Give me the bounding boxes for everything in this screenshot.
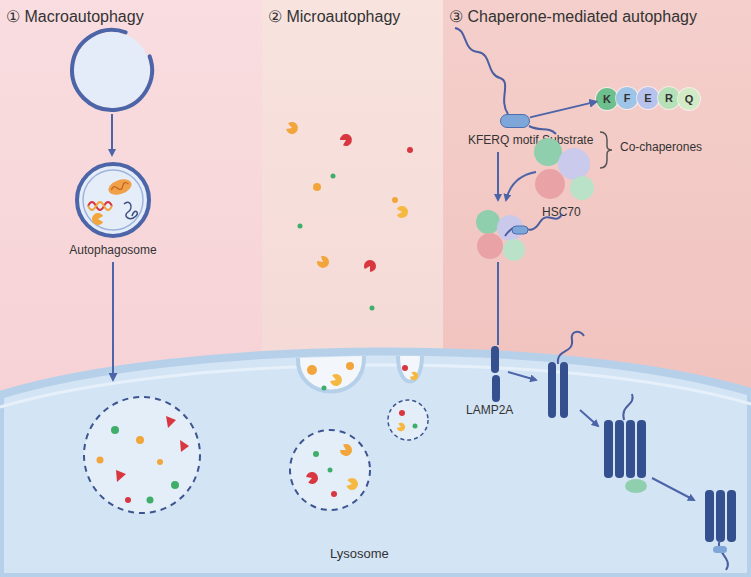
panel-heading: ① Macroautophagy bbox=[6, 8, 144, 26]
residue-letter: R bbox=[658, 91, 680, 105]
panel-heading: ③ Chaperone-mediated autophagy bbox=[449, 8, 697, 26]
receptor-symbol-shape-part bbox=[492, 375, 500, 402]
motif-residue: R bbox=[658, 87, 680, 109]
chaperone-complex: Co-chaperonesHSC70 bbox=[532, 136, 596, 202]
chaperone-complex-shape-part bbox=[558, 148, 590, 180]
receptor-symbol: LAMP2A bbox=[488, 346, 502, 402]
kferq-motif-shape-part bbox=[501, 115, 530, 128]
structure-label: Co-chaperones bbox=[620, 141, 702, 155]
structure-label: Autophagosome bbox=[62, 244, 164, 258]
receptor-symbol-shape bbox=[488, 346, 502, 402]
autophagosome-shape-part bbox=[77, 164, 149, 236]
receptor-symbol-shape-part bbox=[491, 346, 499, 373]
autophagosome-shape-part bbox=[124, 202, 137, 218]
autophagosome-shape-part bbox=[111, 182, 130, 193]
motif-residue: E bbox=[637, 87, 659, 109]
autophagosome-shape-part bbox=[92, 213, 103, 225]
autophagosome-shape-part bbox=[106, 176, 133, 197]
structure-label: HSC70 bbox=[542, 206, 581, 220]
structure-label: Lysosome bbox=[330, 547, 389, 562]
motif-residue: Q bbox=[678, 88, 700, 110]
kferq-motif: KFERQ motif Substrate bbox=[500, 114, 530, 128]
motif-residue: F bbox=[616, 87, 638, 109]
autophagosome: Autophagosome bbox=[70, 160, 156, 262]
chaperone-complex-shape bbox=[532, 136, 596, 202]
chaperone-complex-shape-part bbox=[570, 176, 594, 200]
lysosome-shape-part bbox=[0, 351, 751, 577]
autophagosome-shape-part bbox=[88, 202, 112, 210]
autophagosome-shape-part bbox=[88, 202, 112, 210]
chaperone-complex-shape-part bbox=[534, 138, 562, 166]
residue-letter: F bbox=[616, 91, 638, 105]
chaperone-complex-shape-part bbox=[535, 169, 565, 199]
kferq-motif-shape bbox=[500, 114, 530, 128]
lysosome-shape-part bbox=[0, 365, 751, 407]
residue-letter: Q bbox=[678, 92, 700, 106]
lysosome: Lysosome bbox=[0, 380, 751, 577]
panel-heading: ② Microautophagy bbox=[268, 8, 400, 26]
structure-label: LAMP2A bbox=[466, 404, 513, 418]
structure-label: KFERQ motif Substrate bbox=[468, 134, 593, 148]
residue-letter: E bbox=[637, 91, 659, 105]
residue-letter: K bbox=[596, 92, 618, 106]
autophagosome-shape-part bbox=[83, 170, 143, 230]
motif-residue: K bbox=[596, 88, 618, 110]
